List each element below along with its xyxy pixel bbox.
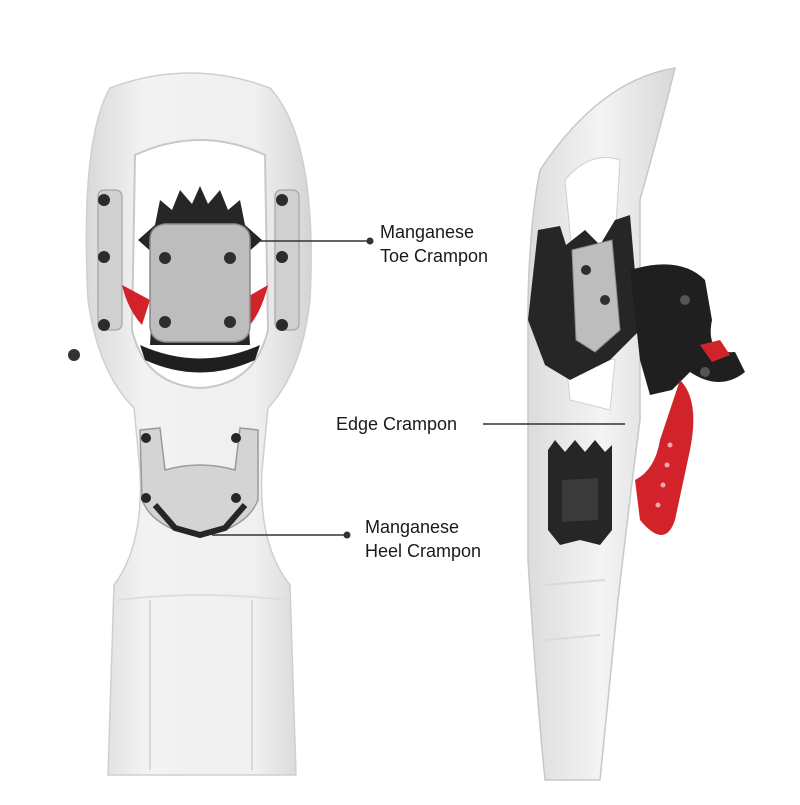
leader-dot-toe — [366, 237, 374, 245]
label-toe-line2: Toe Crampon — [380, 246, 489, 266]
leader-lines — [212, 237, 625, 539]
edge-crampon-window — [562, 478, 598, 522]
toe-plate-bolts — [159, 252, 236, 328]
label-edge-crampon: Edge Crampon — [336, 412, 457, 436]
label-edge-line1: Edge Crampon — [336, 414, 458, 434]
side-binding-cup — [630, 264, 745, 395]
side-toe-plate — [571, 239, 621, 353]
side-tail-cut-2 — [544, 634, 601, 641]
label-toe-crampon: Manganese Toe Crampon — [380, 220, 488, 268]
toe-binding-base — [140, 345, 260, 373]
binding-strap — [635, 380, 694, 535]
heel-crampon-bolts — [141, 433, 241, 503]
strap-holes — [655, 442, 673, 508]
rivets — [98, 194, 288, 331]
side-plate-bolt-1 — [581, 265, 591, 275]
binding-red-left — [122, 285, 150, 325]
snowshoe-top-view — [68, 72, 312, 776]
binding-cup-bolt-2 — [700, 367, 710, 377]
hinge-bar-left — [97, 189, 123, 331]
heel-crampon-bracket — [152, 503, 248, 538]
side-tail-cut-1 — [544, 579, 606, 586]
heel-crampon — [139, 427, 259, 536]
binding-red-accent — [700, 340, 730, 362]
side-plate-bolt-2 — [600, 295, 610, 305]
label-heel-line2: Heel Crampon — [365, 541, 482, 561]
tail-ridge-center — [117, 594, 287, 601]
toe-crampon-plate — [149, 223, 251, 343]
label-toe-line1: Manganese — [380, 222, 475, 242]
label-heel-crampon: Manganese Heel Crampon — [365, 515, 481, 563]
leader-dot-heel — [343, 531, 351, 539]
pivot-knob — [68, 349, 80, 361]
label-heel-line1: Manganese — [365, 517, 460, 537]
binding-cup-bolt-1 — [680, 295, 690, 305]
